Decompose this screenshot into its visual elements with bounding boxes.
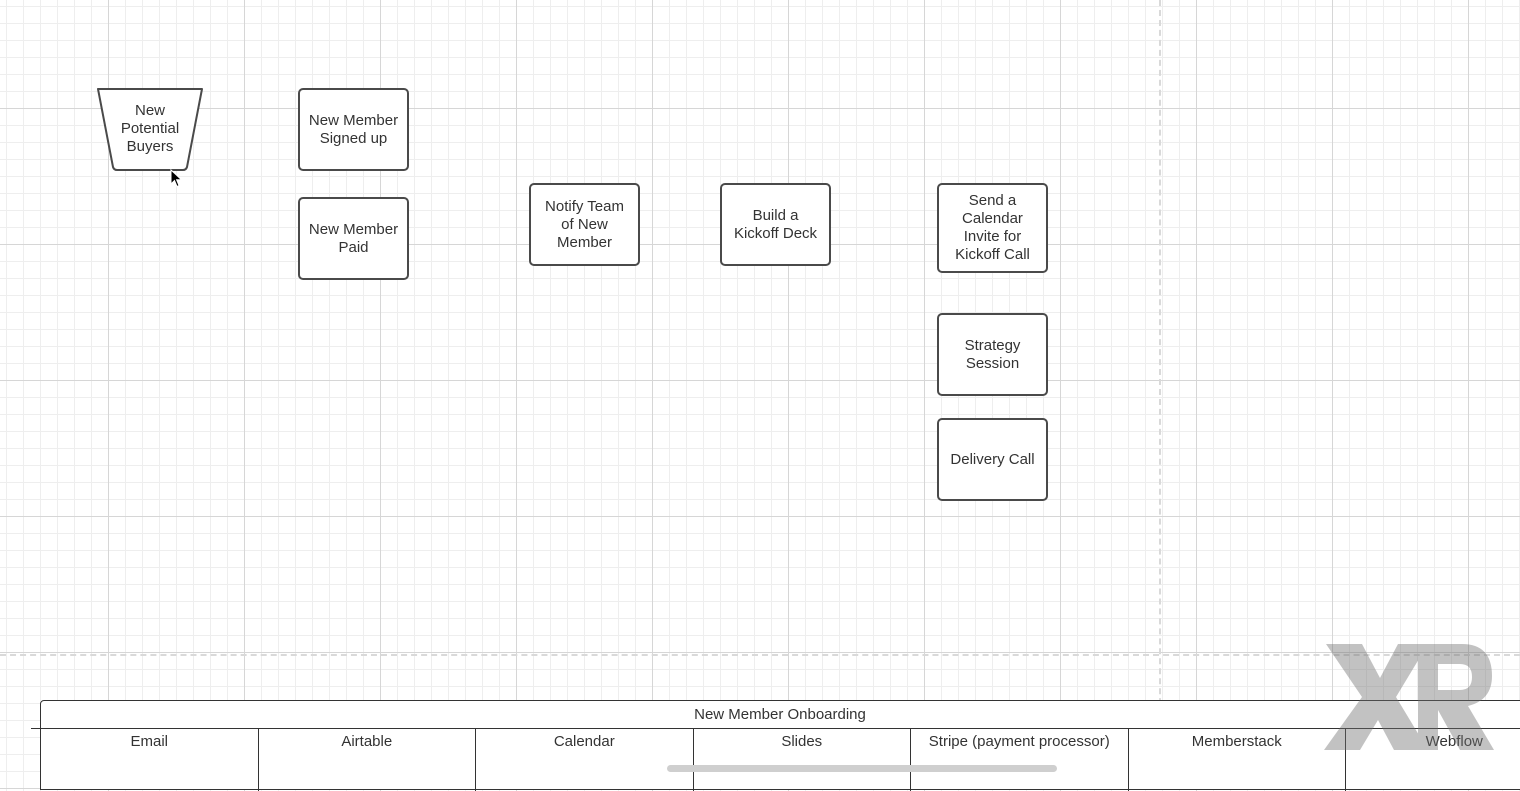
- shape-new-potential-buyers[interactable]: New Potential Buyers: [95, 87, 205, 172]
- shape-notify-team[interactable]: Notify Team of New Member: [529, 183, 640, 266]
- lane-webflow[interactable]: Webflow: [1346, 729, 1520, 791]
- lane-memberstack[interactable]: Memberstack: [1129, 729, 1346, 791]
- lane-email[interactable]: Email: [41, 729, 259, 791]
- mouse-pointer-icon: [170, 169, 183, 188]
- shape-label: New Potential Buyers: [120, 101, 180, 155]
- lane-slides[interactable]: Slides: [694, 729, 911, 791]
- xr-watermark-logo: [1324, 644, 1494, 750]
- lane-airtable[interactable]: Airtable: [259, 729, 476, 791]
- shape-send-calendar-invite[interactable]: Send a Calendar Invite for Kickoff Call: [937, 183, 1048, 273]
- shape-new-member-paid[interactable]: New Member Paid: [298, 197, 409, 280]
- swimlane-container[interactable]: New Member Onboarding Email Airtable Cal…: [31, 700, 1520, 791]
- shape-new-member-signed-up[interactable]: New Member Signed up: [298, 88, 409, 171]
- shape-strategy-session[interactable]: Strategy Session: [937, 313, 1048, 396]
- page-break-vertical: [1159, 0, 1161, 774]
- swimlane-lanes: Email Airtable Calendar Slides Stripe (p…: [41, 729, 1520, 791]
- page-break-horizontal: [0, 654, 1520, 656]
- lane-stripe[interactable]: Stripe (payment processor): [911, 729, 1129, 791]
- shape-build-kickoff-deck[interactable]: Build a Kickoff Deck: [720, 183, 831, 266]
- trapezoid-shape-outline: [97, 88, 203, 171]
- swimlane-title: New Member Onboarding: [31, 701, 1520, 729]
- shape-delivery-call[interactable]: Delivery Call: [937, 418, 1048, 501]
- lane-calendar[interactable]: Calendar: [476, 729, 694, 791]
- horizontal-scrollbar[interactable]: [667, 765, 1057, 772]
